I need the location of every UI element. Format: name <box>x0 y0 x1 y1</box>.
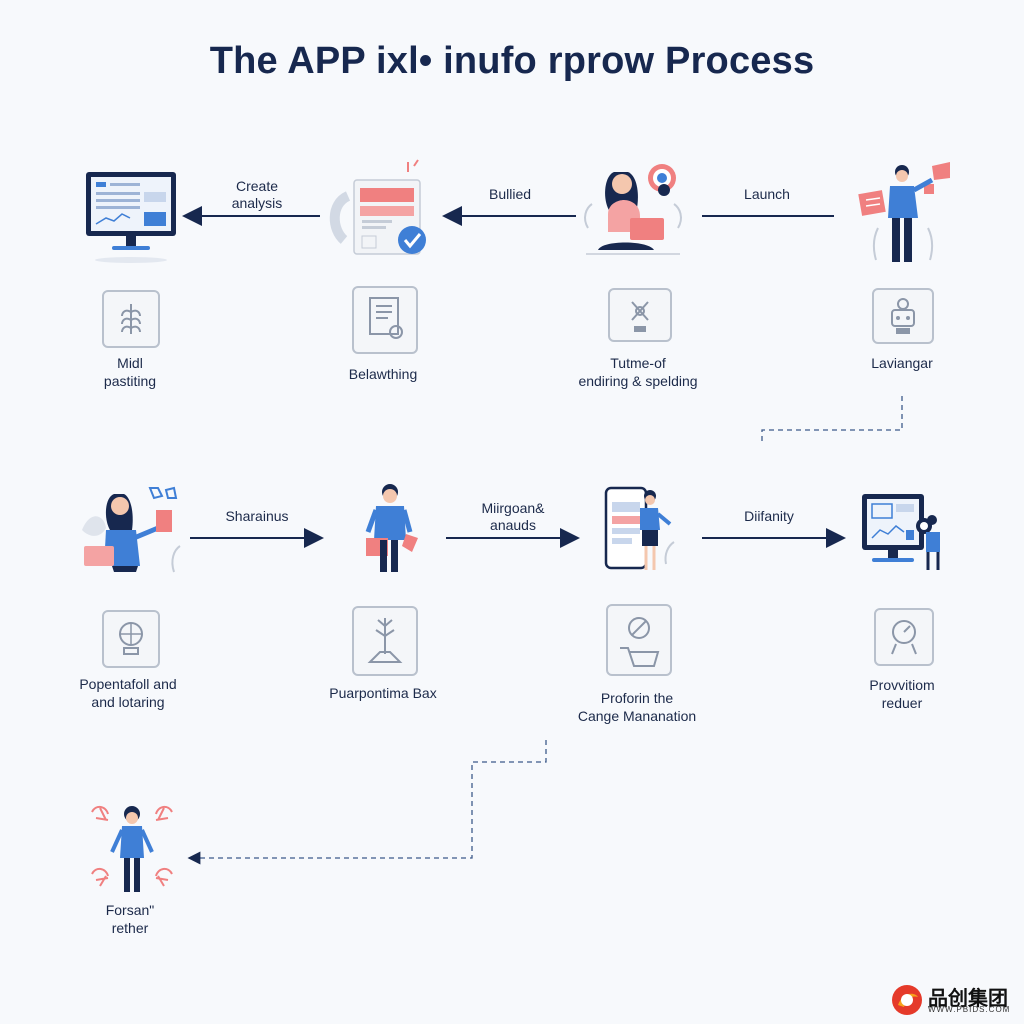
tools-icon <box>608 288 672 342</box>
step-label-2: Belawthing <box>348 366 418 382</box>
arrow-label-bullied: Bullied <box>488 186 532 202</box>
monitor-dashboard-illustration <box>86 172 176 263</box>
arrow-label-sharainus: Sharainus <box>225 508 289 524</box>
arrow-label-launch: Launch <box>744 186 790 202</box>
compass-cart-icon <box>606 604 672 676</box>
growth-icon <box>352 606 418 676</box>
robot-icon <box>872 288 934 344</box>
step-label-4: Laviangar <box>871 355 933 371</box>
step-label-3: Tutme-of endiring & spelding <box>578 355 698 389</box>
arrow-label-diifanity: Diifanity <box>744 508 794 524</box>
page-title: The APP ixl• inufo rprow Process <box>209 40 815 82</box>
arrow-label-create-analysis: Create analysis <box>231 178 283 211</box>
step-label-5: Popentafoll and and lotaring <box>79 676 177 710</box>
brand-logo-icon <box>892 985 922 1015</box>
globe-icon <box>102 610 160 668</box>
brand-name: 品创集团 <box>928 988 1008 1010</box>
step-label-9: Forsan" rether <box>105 902 155 936</box>
woman-presenting-illustration <box>82 486 181 573</box>
document-gear-icon <box>352 286 418 354</box>
step-label-7: Proforin the Cange Mananation <box>577 690 697 724</box>
woman-laptop-illustration <box>584 164 682 255</box>
document-check-illustration <box>329 159 426 255</box>
step-label-1: Midl pastiting <box>103 355 157 389</box>
monitor-analyst-illustration <box>862 494 940 570</box>
phone-woman-illustration <box>604 486 675 570</box>
woman-celebrating-illustration <box>91 806 173 892</box>
man-briefcase-illustration <box>365 484 418 572</box>
gauge-icon <box>874 608 934 666</box>
brand-logo: 品创集团 WWW.PBIDS.COM <box>890 980 1018 1020</box>
plant-icon <box>102 290 160 348</box>
arrow-label-miirgoan: Miirgoan& anauds <box>481 500 545 533</box>
brand-url: WWW.PBIDS.COM <box>928 1005 1011 1014</box>
step-label-6: Puarpontima Bax <box>329 685 437 701</box>
dashed-connector-1 <box>761 396 903 442</box>
dashed-connector-2 <box>187 740 547 865</box>
step-label-8: Provvitiom reduer <box>869 677 935 711</box>
man-documents-illustration <box>858 162 950 262</box>
